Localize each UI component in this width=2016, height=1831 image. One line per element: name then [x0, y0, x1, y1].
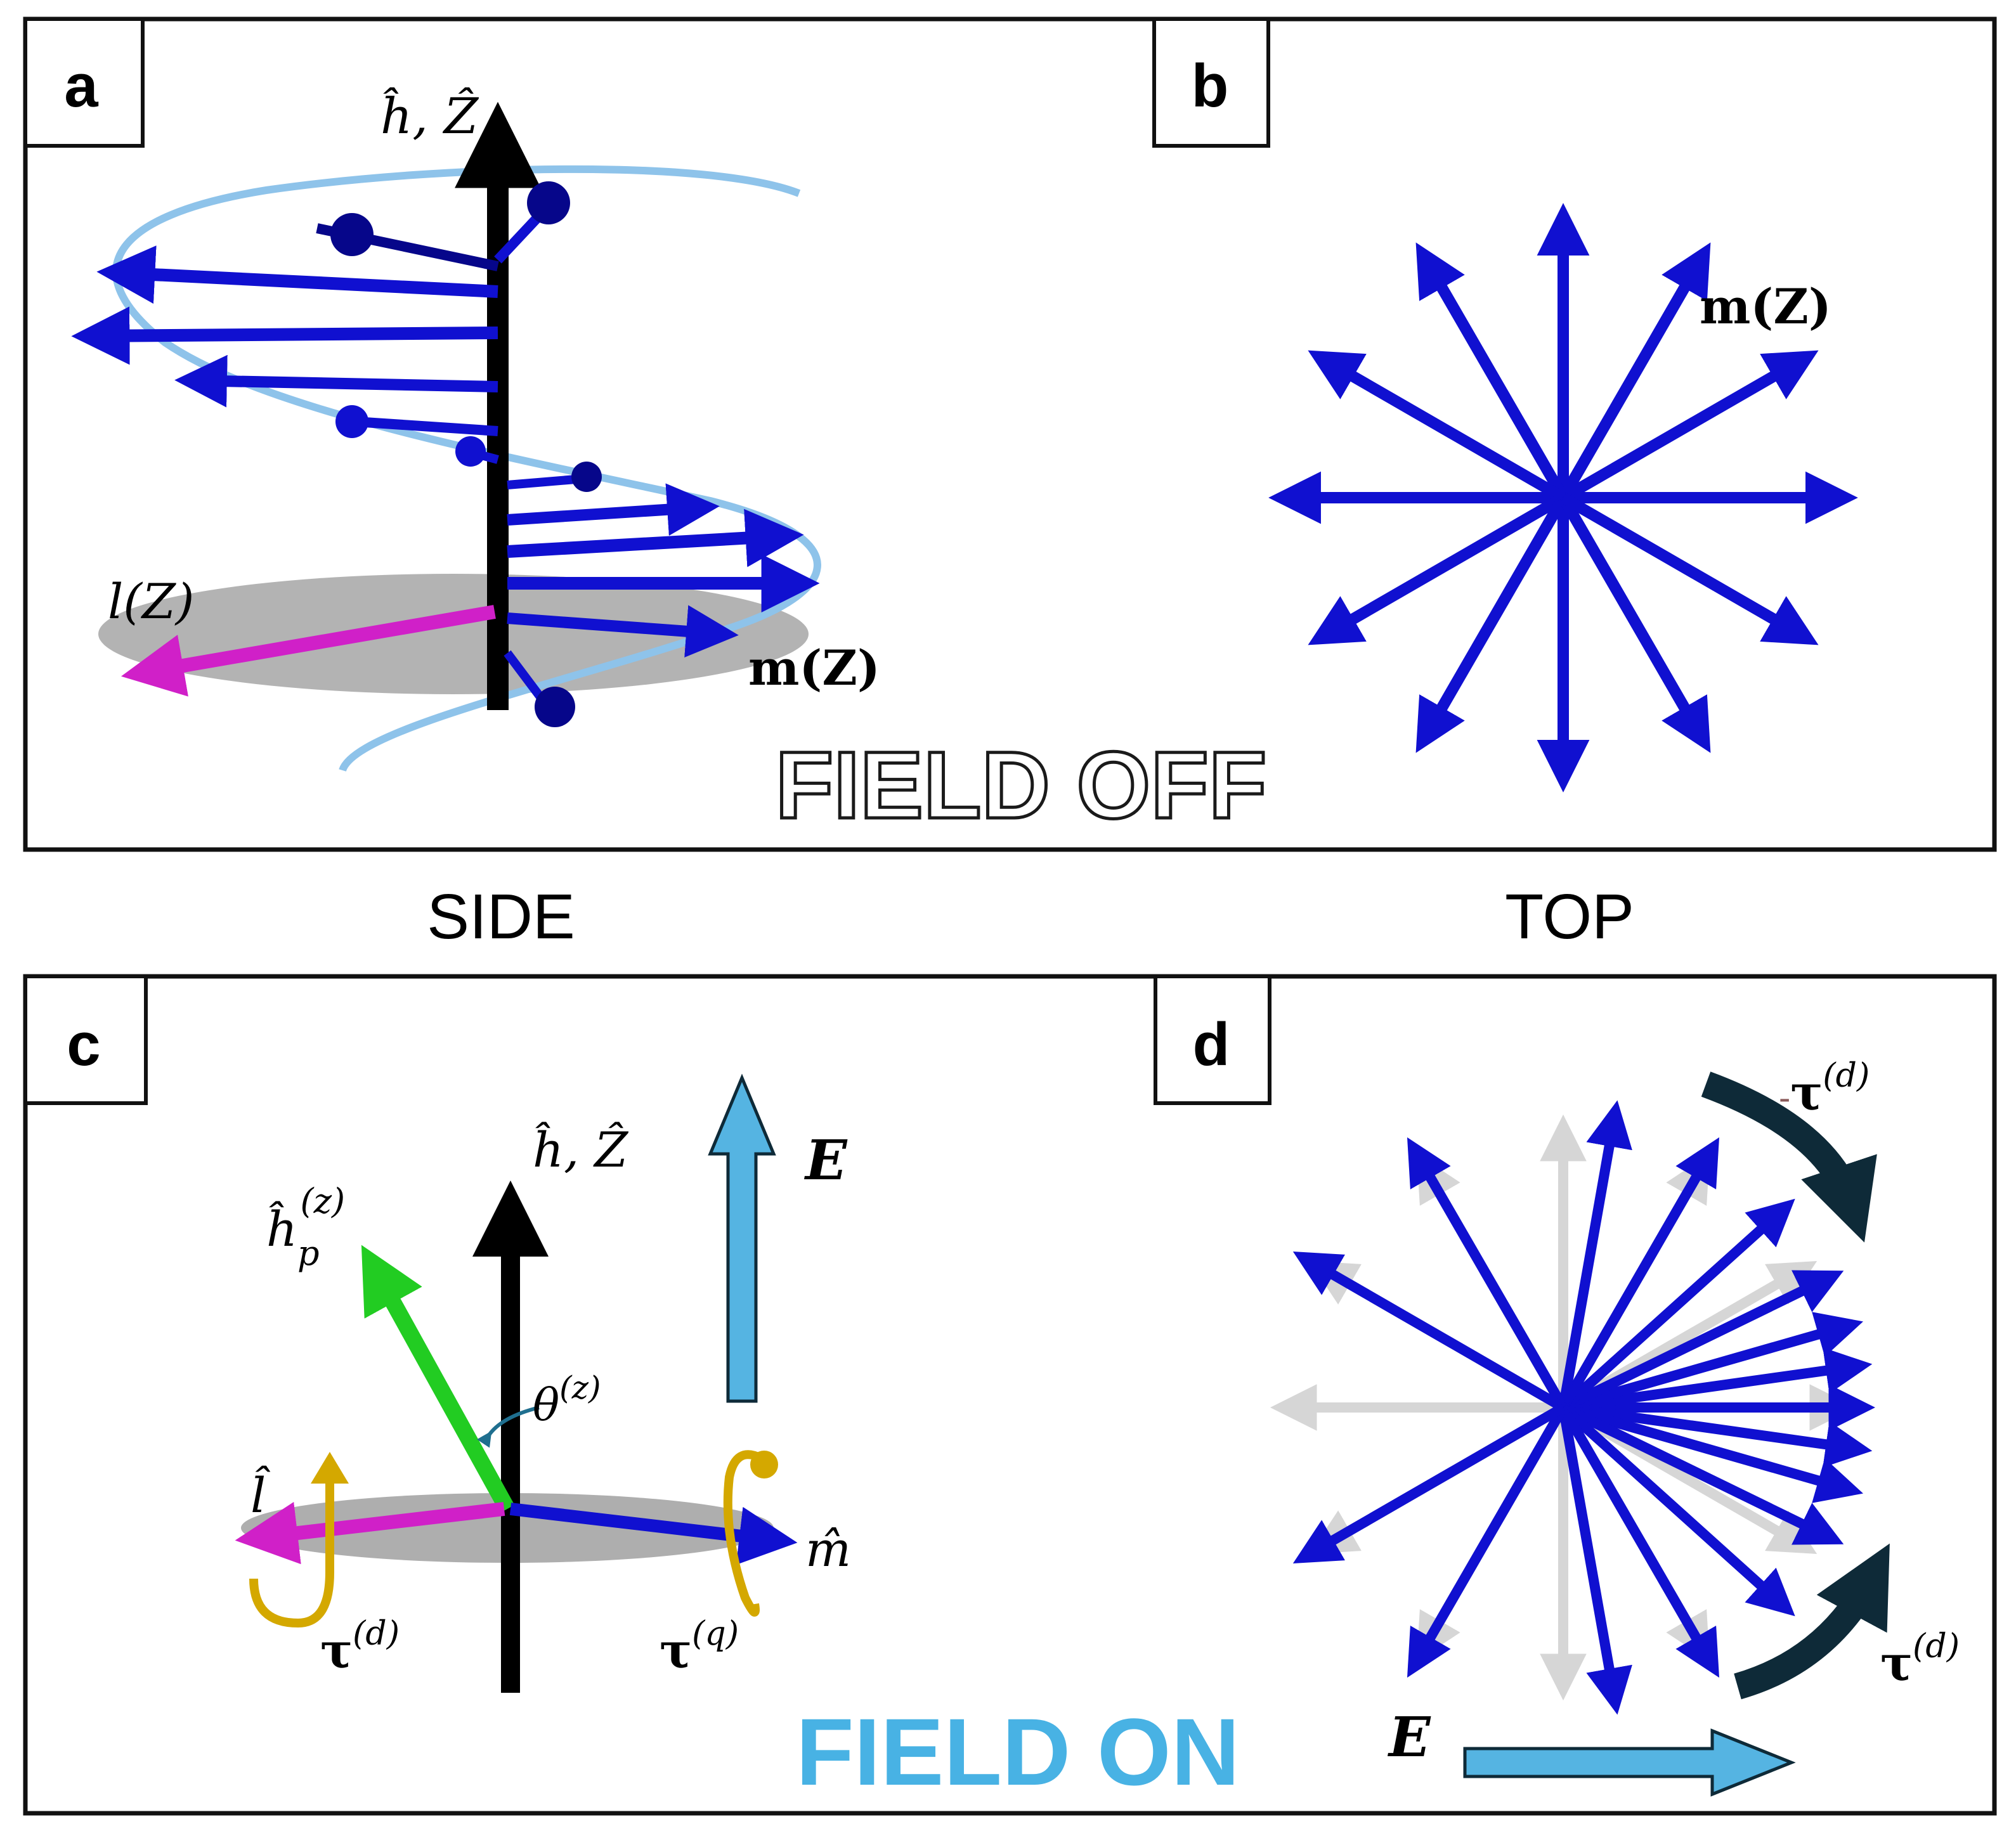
m-arrow-tip [527, 181, 570, 224]
star-m-label: m(Z) [1700, 278, 1831, 335]
m-arrow-tip [335, 405, 368, 438]
side-caption: SIDE [427, 881, 575, 952]
field-e-right-label: E [1387, 1705, 1431, 1770]
m-arrow [507, 605, 739, 658]
rotated-m-arrow [1559, 1405, 1720, 1678]
star-m-arrow [1415, 495, 1568, 753]
director-plane-disk [98, 574, 809, 694]
hp-green-arrow [361, 1245, 515, 1513]
field-off-caption: FIELD OFF [776, 732, 1267, 838]
neg-tau-label: -τ(d) [1779, 1057, 1870, 1121]
rotated-m-arrow [1561, 1402, 1864, 1503]
m-arrow [71, 306, 498, 365]
field-e-up-arrow-icon [708, 1073, 776, 1403]
svg-text:b: b [1192, 52, 1229, 120]
tau-d-curl-icon [249, 1484, 334, 1628]
theta-angle-arc [477, 1406, 540, 1448]
tau-label: τ(d) [1880, 1627, 1960, 1692]
hp-label: ĥp(z) [266, 1181, 345, 1273]
svg-text:d: d [1193, 1011, 1230, 1078]
star-m-arrow [1308, 493, 1566, 645]
m-blue-arrow [509, 1503, 798, 1565]
svg-text:a: a [64, 52, 98, 120]
tau-q-label: τ(q) [660, 1615, 739, 1679]
star-m-arrow [1308, 350, 1566, 503]
star-m-arrow [1558, 242, 1711, 501]
field-on-caption: FIELD ON [796, 1698, 1240, 1805]
tau-q-curl-icon [723, 1450, 764, 1617]
director-l-arrow [120, 605, 496, 697]
m-arrow-tip [535, 687, 575, 727]
tau-d-label: τ(d) [320, 1615, 400, 1679]
svg-text:c: c [67, 1011, 100, 1078]
tau-curved-arrow-icon [1734, 1543, 1890, 1700]
m-arrow [507, 508, 804, 567]
neg-tau-curved-arrow-icon [1701, 1071, 1877, 1243]
field-e-right-arrow-icon [1463, 1728, 1796, 1797]
m-arrow [96, 245, 498, 304]
bottom-panel-frame [23, 974, 1997, 1816]
theta-label: θ(z) [533, 1369, 601, 1431]
panel-c-label: c [23, 974, 148, 1105]
panel-b-label: b [1152, 17, 1270, 148]
tau-q-curl-head [750, 1451, 778, 1478]
rotated-m-arrow [1562, 1347, 1873, 1413]
star-m-arrow [1560, 493, 1819, 645]
panel-a-helix-diagram: ĥ, Ẑ l(Z) m(Z) [71, 87, 880, 772]
top-panel-frame [23, 16, 1997, 852]
rotated-m-arrow [1558, 1406, 1632, 1715]
rotated-m-arrow [1292, 1251, 1566, 1412]
m-arrow-tip [330, 213, 374, 256]
helix-axis-label: ĥ, Ẑ [380, 87, 479, 145]
rotated-m-arrow [1561, 1270, 1844, 1413]
panel-d-label: d [1154, 974, 1271, 1105]
field-e-up-label: E [803, 1129, 848, 1193]
rotated-m-arrow [1558, 1100, 1632, 1409]
rotated-m-arrow [1562, 1402, 1873, 1468]
star-m-arrow [1560, 350, 1819, 503]
l-magenta-arrow [235, 1501, 505, 1565]
vertical-axis-label: ĥ, Ẑ [533, 1121, 628, 1178]
panel-b-star-diagram [1268, 203, 1858, 793]
m-arrow [174, 354, 498, 408]
rotated-m-arrow [1407, 1137, 1568, 1410]
panel-d-star-diagram [1292, 1100, 1876, 1715]
tau-d-curl-head [311, 1452, 349, 1484]
rotated-m-arrow [1559, 1404, 1795, 1617]
m-hat-label: m̂ [805, 1521, 851, 1577]
m-arrow [507, 474, 584, 489]
m-arrow-tip [455, 436, 486, 467]
rotated-m-arrow [1292, 1403, 1566, 1564]
top-caption: TOP [1505, 881, 1634, 952]
helix-m-label: m(Z) [748, 640, 880, 696]
panel-c-diagram: ĥ, Ẑ ĥp(z) θ(z) l̂ m̂ τ(d) τ(q) E [235, 1073, 851, 1693]
director-l-label: l(Z) [108, 573, 194, 630]
rotated-m-arrow [1559, 1198, 1795, 1411]
rotated-m-arrow [1561, 1402, 1844, 1545]
star-m-arrow [1415, 242, 1568, 501]
panel-a-label: a [23, 17, 145, 148]
rotated-m-arrow [1407, 1405, 1568, 1678]
rotated-m-arrow [1559, 1137, 1720, 1410]
rotated-m-arrow [1561, 1312, 1864, 1413]
m-arrow [354, 417, 498, 436]
m-arrow [507, 483, 720, 536]
star-m-arrow [1558, 495, 1711, 753]
m-arrow-tip [571, 462, 602, 492]
